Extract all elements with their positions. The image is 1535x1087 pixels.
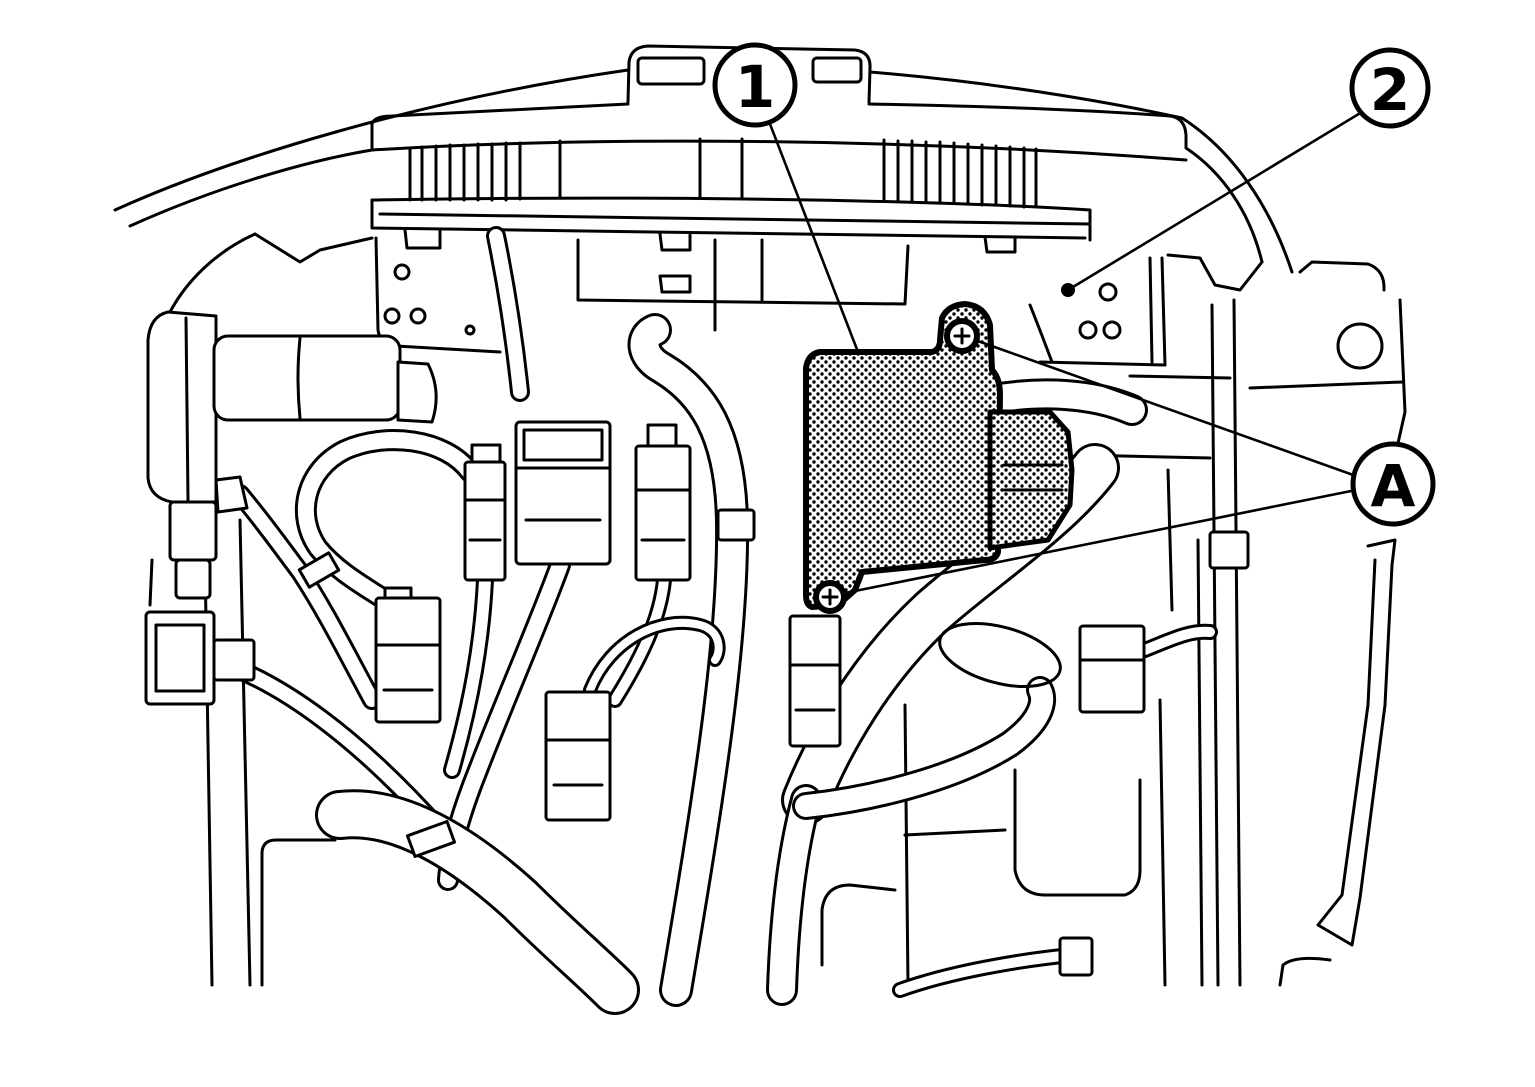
harness-grommet — [938, 622, 1062, 688]
center-panel — [576, 238, 910, 332]
leader-line-2 — [1066, 110, 1364, 292]
upper-cross-rail — [370, 196, 1092, 254]
connector — [514, 420, 612, 566]
wire-right-loop — [792, 676, 1057, 820]
plate-hole — [464, 324, 476, 336]
headrest-guide-slot-right — [811, 56, 863, 84]
screw-lower — [813, 580, 847, 614]
callout-1-ring — [712, 42, 798, 128]
wire-connector-drop-3 — [607, 572, 672, 708]
plate-hole — [409, 307, 427, 325]
highlighted-module — [803, 301, 1075, 610]
rail-tab-left — [403, 228, 442, 250]
leader-line-1 — [768, 122, 860, 354]
rail-tab-right — [983, 235, 1017, 254]
harness-clip — [716, 508, 756, 542]
right-bracket-plate — [1028, 256, 1167, 367]
callout-1: 1 — [712, 42, 798, 128]
plate-hole — [393, 263, 411, 281]
cable-tie — [406, 819, 456, 859]
callout-a-ring — [1350, 441, 1436, 527]
center-clip — [658, 274, 692, 294]
callout-2-ring — [1349, 47, 1431, 129]
lumbar-motor — [146, 310, 438, 600]
plate-hole — [1078, 320, 1098, 340]
leader-line-a-upper — [973, 338, 1358, 478]
connector — [544, 690, 612, 822]
lower-structure — [260, 703, 1142, 987]
wire-connector-drop-1 — [443, 571, 494, 779]
connector — [634, 423, 692, 582]
wire-module-right — [984, 378, 1148, 426]
wire-sleeve-down — [766, 784, 822, 1006]
callout-1-label: 1 — [735, 53, 775, 121]
frame-top-outer-left — [113, 68, 630, 212]
connectors — [144, 420, 1250, 977]
plate-hole — [383, 307, 401, 325]
right-side-frame — [1078, 253, 1264, 987]
callout-a-label: A — [1371, 452, 1416, 520]
seat-back-frame — [113, 44, 1407, 987]
motor-bracket — [146, 310, 218, 504]
wire-left-loop — [294, 429, 481, 621]
module-connector-block — [987, 409, 1075, 551]
outer-side-panel — [1248, 260, 1407, 987]
motor-gear-cap — [174, 558, 212, 600]
motor-connector — [214, 475, 249, 514]
frame-top-inner-left — [128, 148, 374, 228]
connector — [144, 610, 256, 706]
cover-band — [370, 102, 1264, 264]
motor-gear-housing — [168, 500, 218, 562]
wire-thin-arc — [583, 615, 726, 697]
connector-bottom — [1058, 936, 1094, 977]
plate-hole — [1102, 320, 1122, 340]
left-bracket-plate — [253, 232, 502, 354]
screw-upper — [944, 318, 980, 354]
wire-rail-drop — [486, 226, 530, 402]
module-body — [803, 301, 1003, 610]
wire-lower-bundle — [315, 789, 640, 1015]
frame-clip — [1208, 530, 1250, 570]
motor-end-cap — [396, 360, 438, 424]
callout-a: A — [1350, 441, 1436, 527]
wire-right-connector — [1137, 623, 1218, 658]
rail-tab-center — [658, 232, 692, 252]
leader-line-a-lower — [843, 488, 1358, 595]
cable-tie — [297, 551, 341, 589]
connector — [788, 614, 842, 748]
cover-band-lower — [370, 139, 1188, 162]
frame-top-outer-right — [868, 70, 1294, 274]
callout-2-label: 2 — [1370, 56, 1410, 124]
wire-bottom — [892, 947, 1080, 998]
callout-2: 2 — [1349, 47, 1431, 129]
connector — [374, 586, 442, 724]
motor-body — [212, 334, 402, 422]
cover-ribs — [408, 137, 1038, 209]
connector — [463, 443, 507, 582]
panel-hole — [1336, 322, 1384, 370]
plate-hole — [1098, 282, 1118, 302]
leader-lines — [768, 110, 1364, 595]
gas-strut — [1316, 538, 1397, 947]
connector — [1078, 624, 1146, 714]
headrest-guide-slot-left — [636, 56, 706, 86]
